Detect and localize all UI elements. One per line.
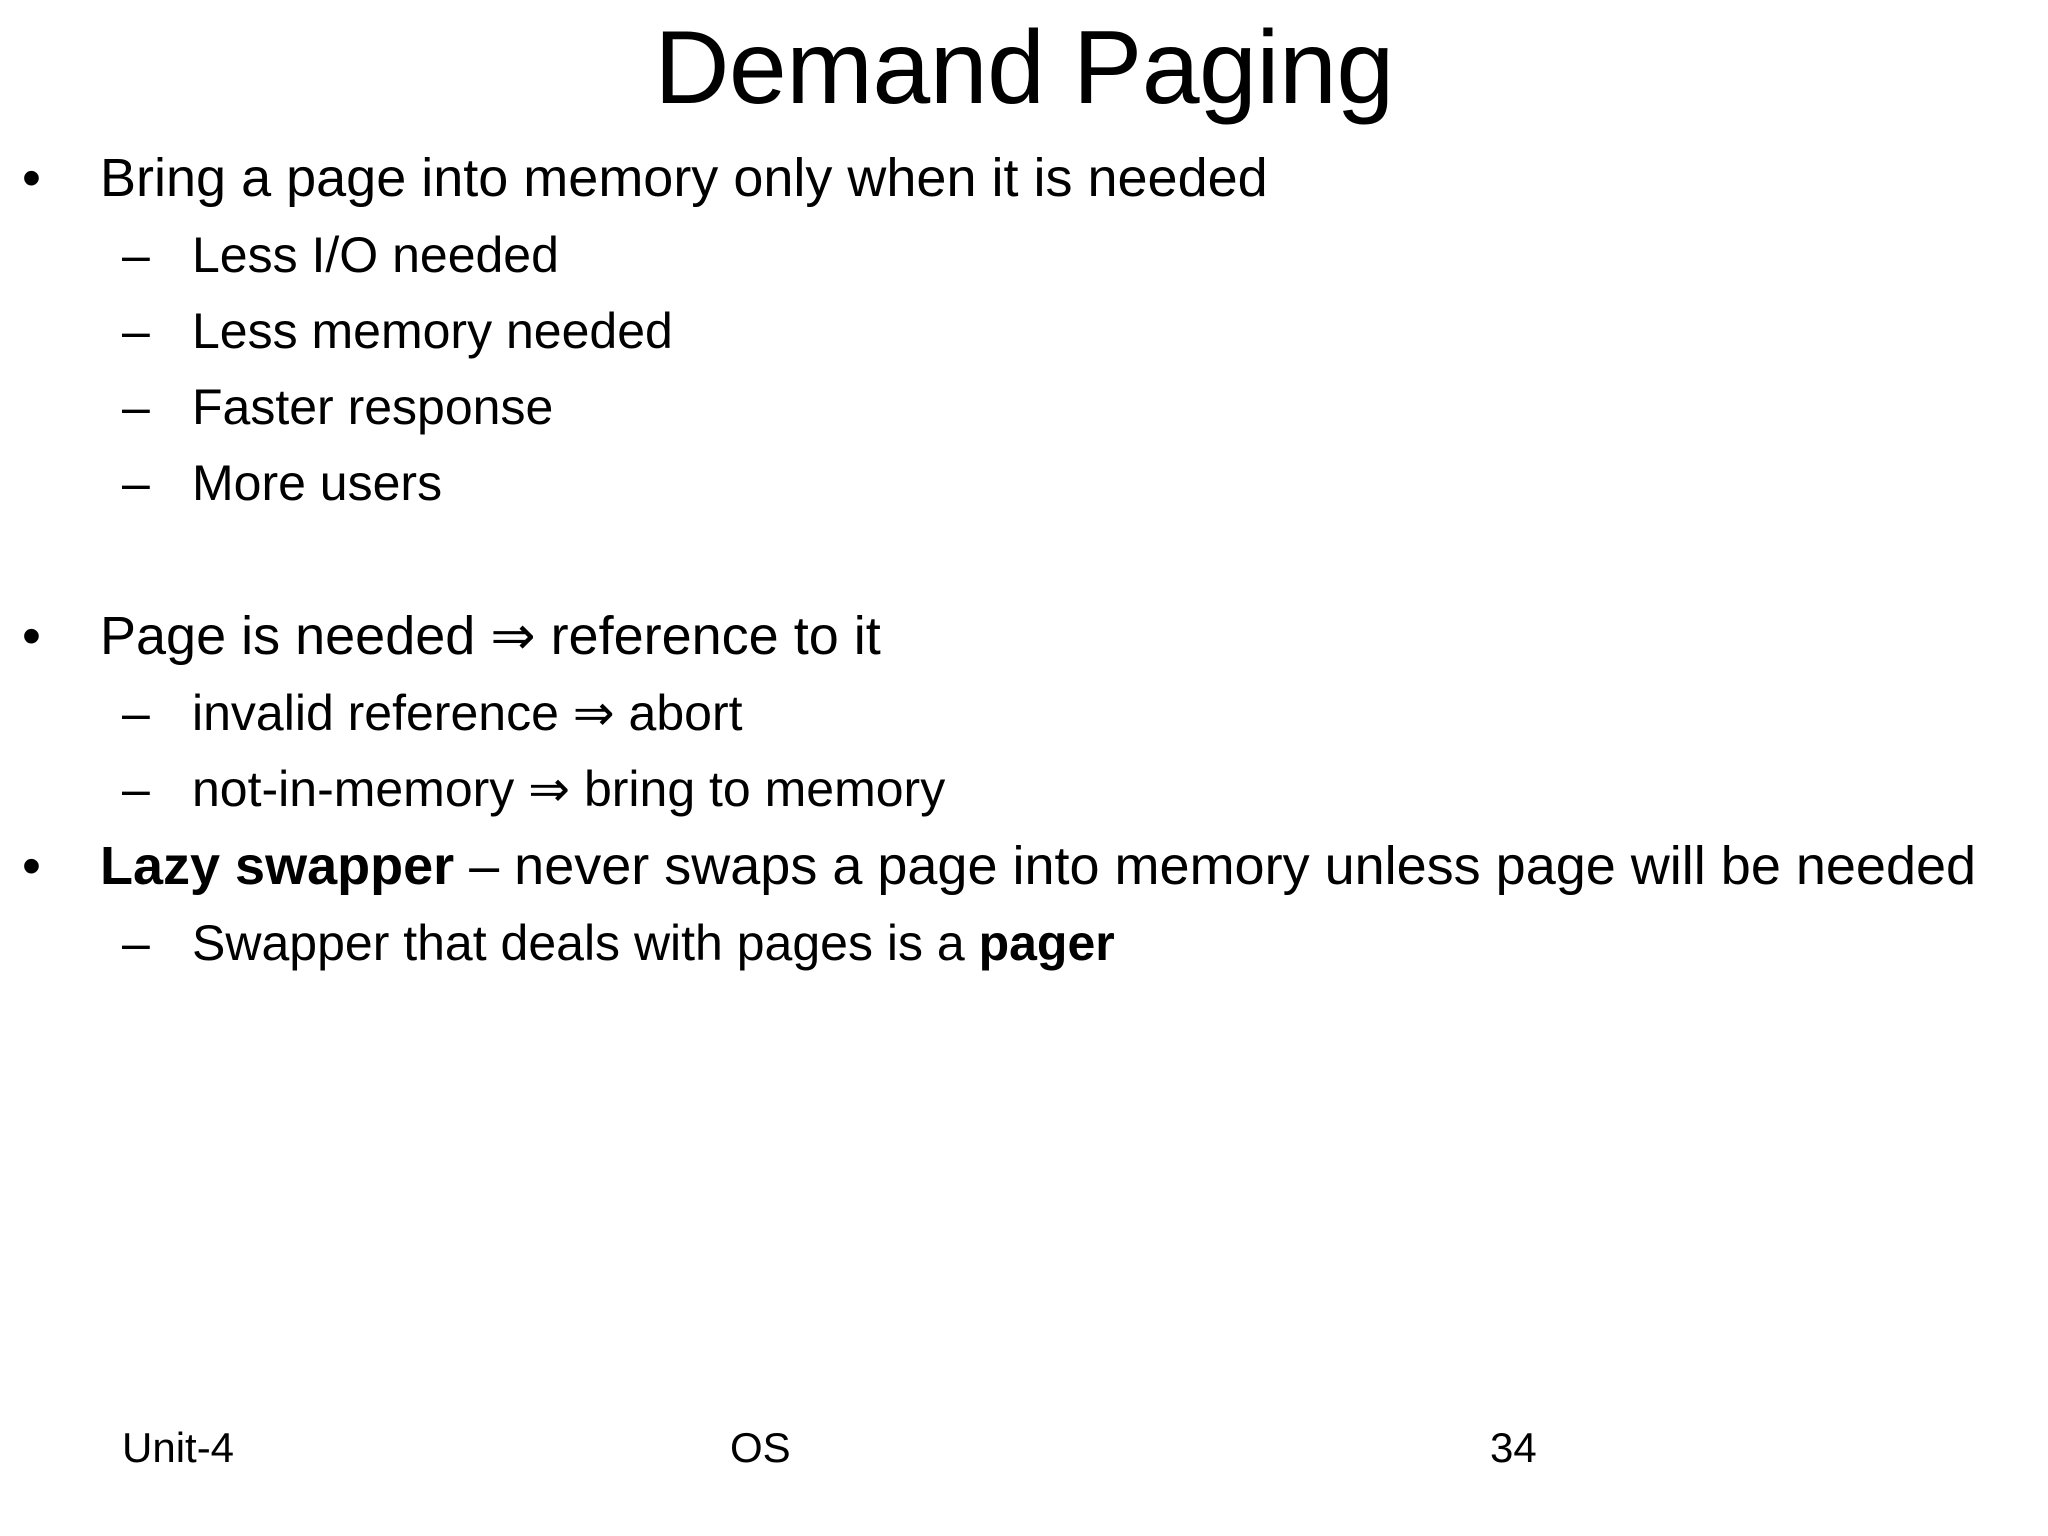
bullet-item-lazy-swapper: • Lazy swapper – never swaps a page into… xyxy=(0,828,2048,904)
dash-icon: – xyxy=(122,455,150,511)
sub-bullet-item: – More users xyxy=(0,446,2048,520)
bullet-text: Bring a page into memory only when it is… xyxy=(100,148,1268,208)
sub-bullet-item: – Less memory needed xyxy=(0,294,2048,368)
sub-bullet-text: Less I/O needed xyxy=(192,227,559,283)
footer-unit-label: Unit-4 xyxy=(122,1424,235,1471)
bullet-dot-icon: • xyxy=(22,836,41,896)
pager-text: Swapper that deals with pages is a xyxy=(192,915,979,971)
bullet-dot-icon: • xyxy=(22,148,41,208)
dash-icon: – xyxy=(122,303,150,359)
lazy-swapper-description: – never swaps a page into memory unless … xyxy=(454,836,1977,896)
sub-bullet-item-pager: – Swapper that deals with pages is a pag… xyxy=(0,906,2048,980)
sub-bullet-text: invalid reference ⇒ abort xyxy=(192,685,743,741)
bullet-item: • Bring a page into memory only when it … xyxy=(0,140,2048,216)
slide-footer: Unit-4 OS 34 xyxy=(0,1418,2048,1478)
lazy-swapper-term: Lazy swapper xyxy=(100,836,455,896)
dash-icon: – xyxy=(122,761,150,817)
dash-icon: – xyxy=(122,227,150,283)
bullet-text: Page is needed ⇒ reference to it xyxy=(100,606,881,666)
sub-bullet-item: – Less I/O needed xyxy=(0,218,2048,292)
footer-page-number: 34 xyxy=(1490,1424,1537,1471)
dash-icon: – xyxy=(122,685,150,741)
dash-icon: – xyxy=(122,379,150,435)
sub-bullet-item: – Faster response xyxy=(0,370,2048,444)
slide-title: Demand Paging xyxy=(654,10,1394,126)
sub-bullet-text: not-in-memory ⇒ bring to memory xyxy=(192,761,946,817)
pager-term: pager xyxy=(978,915,1115,971)
sub-bullet-text: Less memory needed xyxy=(192,303,673,359)
sub-bullet-text: More users xyxy=(192,455,443,511)
blank-line xyxy=(0,520,2048,582)
slide-body: • Bring a page into memory only when it … xyxy=(0,140,2048,980)
footer-subject-label: OS xyxy=(730,1424,791,1471)
bullet-item: • Page is needed ⇒ reference to it xyxy=(0,598,2048,674)
sub-bullet-text: Faster response xyxy=(192,379,554,435)
bullet-dot-icon: • xyxy=(22,606,41,666)
sub-bullet-item: – not-in-memory ⇒ bring to memory xyxy=(0,752,2048,826)
dash-icon: – xyxy=(122,915,150,971)
sub-bullet-item: – invalid reference ⇒ abort xyxy=(0,676,2048,750)
